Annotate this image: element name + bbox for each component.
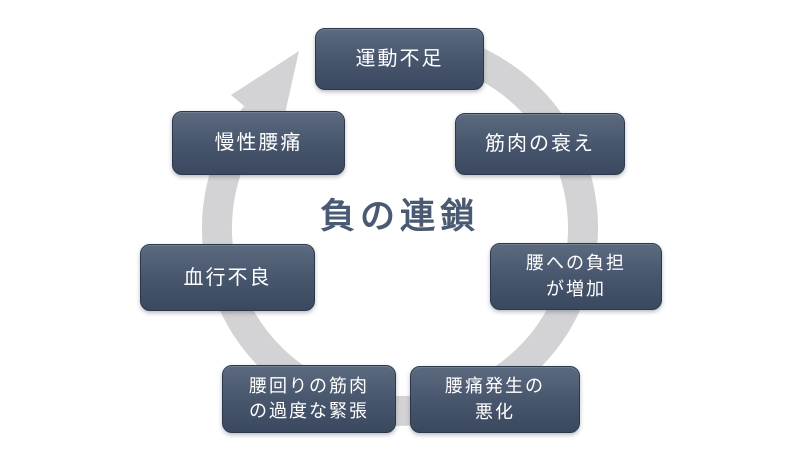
node-label-line1: 腰への負担 xyxy=(526,253,626,274)
cycle-node-mansei-youtsuu: 慢性腰痛 xyxy=(172,111,345,175)
cycle-node-youtsuu-akka: 腰痛発生の 悪化 xyxy=(410,366,580,433)
node-label: 運動不足 xyxy=(355,48,444,70)
cycle-node-kinniku-kinchou: 腰回りの筋肉 の過度な緊張 xyxy=(222,365,396,433)
node-label: 慢性腰痛 xyxy=(214,132,303,154)
node-label-line1: 腰痛発生の xyxy=(445,376,545,397)
node-label-line1: 腰回りの筋肉 xyxy=(249,375,369,396)
cycle-node-kinniku-no-otoroe: 筋肉の衰え xyxy=(455,113,625,175)
cycle-node-koshi-eno-futan: 腰への負担 が増加 xyxy=(490,243,662,310)
cycle-node-kekkou-furyou: 血行不良 xyxy=(140,244,315,311)
cycle-node-undou-busoku: 運動不足 xyxy=(315,28,484,90)
node-label-line2: 悪化 xyxy=(475,401,515,422)
diagram-title: 負の連鎖 xyxy=(319,197,480,236)
node-label-line2: が増加 xyxy=(546,278,606,299)
node-label: 筋肉の衰え xyxy=(485,133,595,155)
node-label: 血行不良 xyxy=(183,266,272,289)
node-label-line2: の過度な緊張 xyxy=(249,401,369,421)
